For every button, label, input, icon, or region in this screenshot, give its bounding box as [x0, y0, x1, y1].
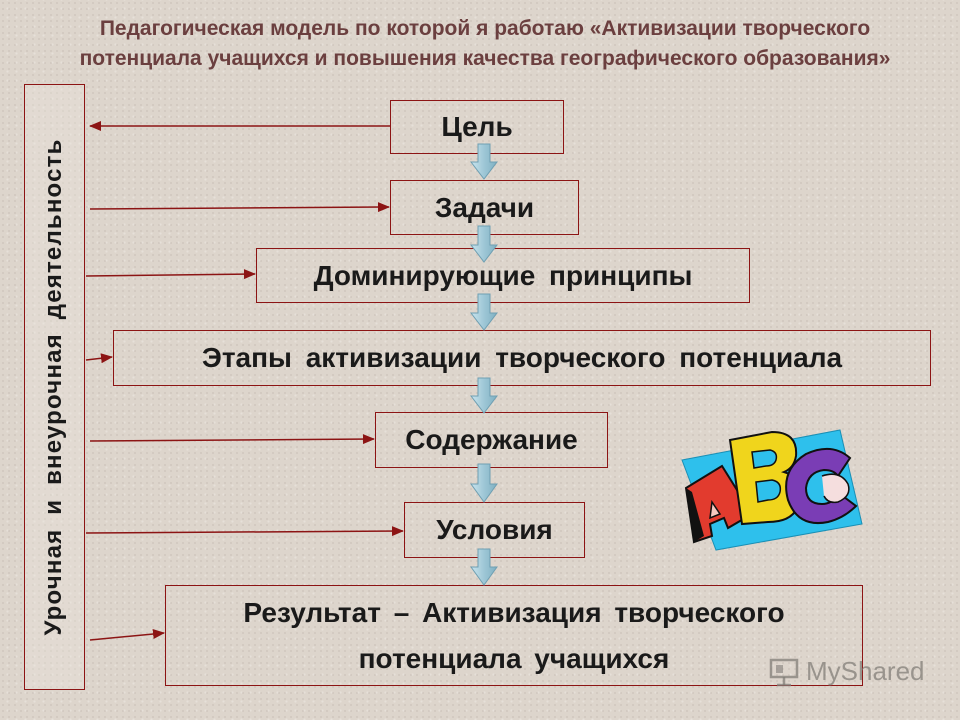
side-activity-box	[24, 84, 85, 690]
goal-box: Цель	[390, 100, 564, 154]
abc-clipart-icon	[681, 429, 863, 551]
arrow-side-to-stages	[85, 353, 113, 364]
result-label-line2: потенциала учащихся	[358, 642, 670, 674]
content-box: Содержание	[375, 412, 608, 468]
conditions-label: Условия	[436, 514, 553, 545]
presentation-board-icon	[769, 658, 799, 686]
arrow-side-to-tasks	[89, 202, 390, 213]
myshared-watermark: MyShared	[768, 656, 925, 687]
principles-label: Доминирующие принципы	[313, 259, 693, 291]
result-box: Результат – Активизация творческого поте…	[165, 585, 863, 686]
arrow-side-to-principles	[85, 269, 256, 280]
page-title: Педагогическая модель по которой я работ…	[79, 17, 891, 70]
conditions-box: Условия	[404, 502, 585, 558]
tasks-label: Задачи	[434, 191, 535, 223]
principles-box: Доминирующие принципы	[256, 248, 750, 303]
tasks-box: Задачи	[390, 180, 579, 235]
flow-arrow-5	[470, 463, 498, 503]
content-label: Содержание	[405, 424, 578, 455]
stages-label: Этапы активизации творческого потенциала	[201, 342, 843, 373]
arrow-side-to-result	[89, 629, 165, 641]
side-activity-label: Урочная и внеурочная деятельность	[40, 138, 67, 636]
watermark-text: MyShared	[806, 656, 925, 686]
arrow-side-to-content	[89, 434, 375, 445]
result-label-line1: Результат – Активизация творческого	[243, 596, 785, 628]
arrow-side-to-conditions	[85, 526, 404, 537]
goal-label: Цель	[441, 111, 513, 142]
stages-box: Этапы активизации творческого потенциала	[113, 330, 931, 386]
